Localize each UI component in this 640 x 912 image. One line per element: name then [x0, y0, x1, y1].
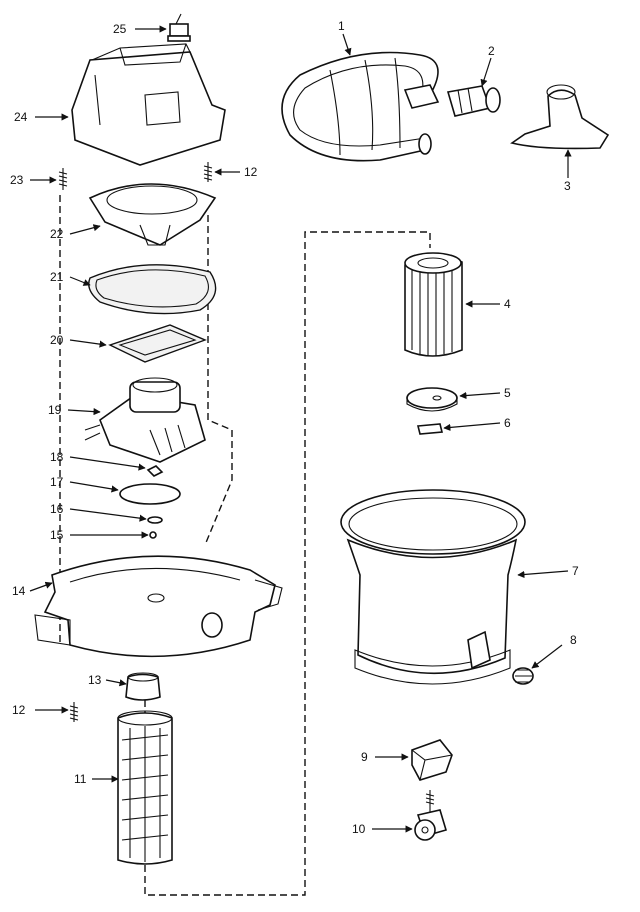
disc-part — [119, 483, 181, 505]
callout-6: 6 — [504, 416, 511, 430]
callout-14: 14 — [12, 584, 26, 598]
collection-drum-part — [340, 489, 526, 685]
callout-22: 22 — [50, 227, 64, 241]
callout-13: 13 — [88, 673, 102, 687]
spring-part — [58, 168, 68, 190]
assembly-dashed-lines — [59, 195, 431, 896]
callout-25: 25 — [113, 22, 127, 36]
callout-4: 4 — [504, 297, 511, 311]
caster-block-part — [411, 739, 453, 781]
callout-24: 24 — [14, 110, 28, 124]
callout-11: 11 — [74, 772, 87, 786]
floor-nozzle-part — [510, 84, 610, 150]
callout-21: 21 — [50, 270, 64, 284]
callout-23: 23 — [10, 173, 24, 187]
callout-20: 20 — [50, 333, 64, 347]
motor-plate-part — [88, 183, 217, 246]
clip-part — [146, 465, 164, 477]
screw-part-lower — [69, 702, 79, 722]
motor-assembly-part — [84, 377, 206, 463]
callout-labels: 1 2 3 4 5 6 7 8 9 10 11 12 13 14 15 16 1… — [10, 19, 579, 836]
callout-12-upper: 12 — [244, 165, 258, 179]
callout-7: 7 — [572, 564, 579, 578]
motor-cover-part — [71, 43, 226, 166]
callout-1: 1 — [338, 19, 345, 33]
callout-16: 16 — [50, 502, 64, 516]
callout-leaders — [29, 25, 572, 833]
float-cage-part — [117, 710, 173, 865]
hose-part — [281, 51, 440, 162]
gasket-ring-part — [88, 264, 217, 315]
callout-2: 2 — [488, 44, 495, 58]
washer-part — [147, 516, 163, 524]
drain-cap-part — [512, 667, 534, 685]
retainer-clip-part — [416, 423, 444, 435]
callout-8: 8 — [570, 633, 577, 647]
callout-10: 10 — [352, 822, 366, 836]
lid-housing-part — [34, 555, 283, 658]
retainer-disc-part — [406, 387, 458, 412]
callout-17: 17 — [50, 475, 64, 489]
nut-part — [149, 531, 157, 539]
callout-12-lower: 12 — [12, 703, 26, 717]
pleated-filter-part — [404, 252, 463, 357]
callout-19: 19 — [48, 403, 62, 417]
callout-18: 18 — [50, 450, 64, 464]
screw-part-upper — [203, 162, 213, 182]
float-cap-part — [125, 672, 161, 701]
callout-3: 3 — [564, 179, 571, 193]
caster-wheel-part — [414, 790, 447, 841]
hose-coupling-part — [446, 85, 501, 117]
toggle-switch-part — [167, 13, 191, 42]
callout-9: 9 — [361, 750, 368, 764]
callout-5: 5 — [504, 386, 511, 400]
square-gasket-part — [108, 324, 207, 363]
callout-15: 15 — [50, 528, 64, 542]
